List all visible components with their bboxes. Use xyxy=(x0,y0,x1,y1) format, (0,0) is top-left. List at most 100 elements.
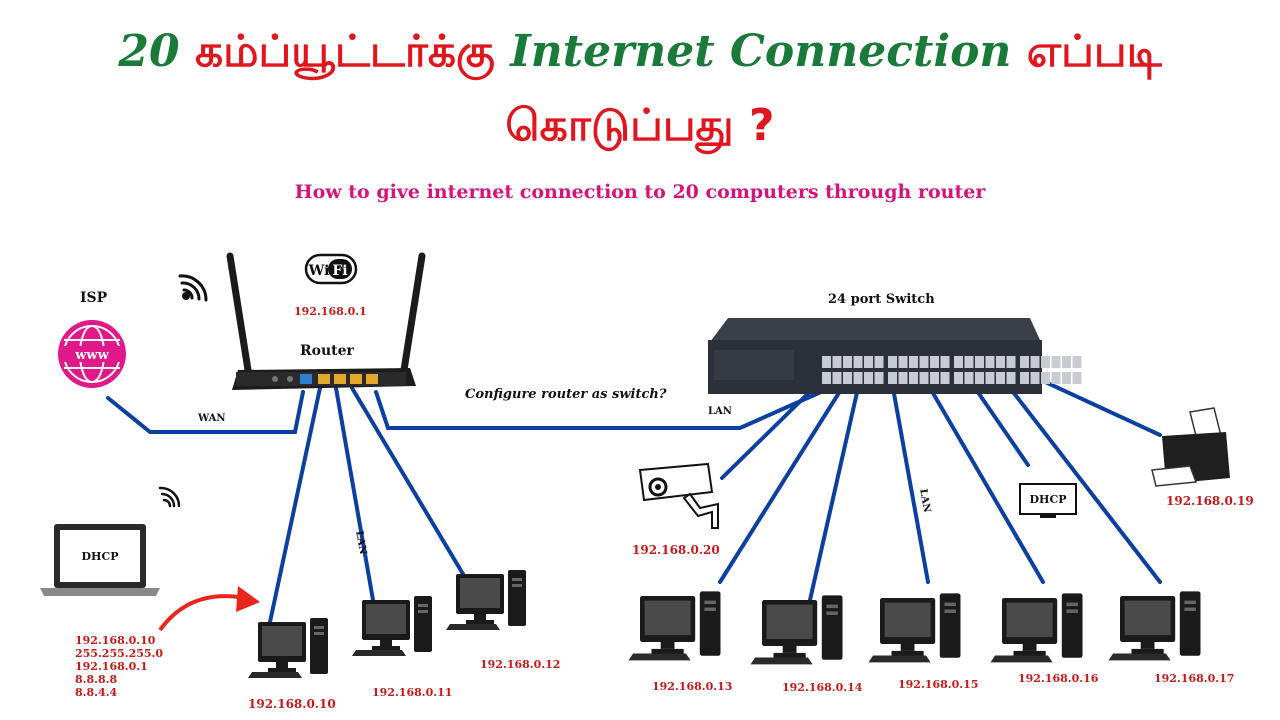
switch-port xyxy=(919,372,929,384)
switch-port xyxy=(1062,372,1071,384)
switch-port xyxy=(1072,372,1082,384)
switch-port xyxy=(1020,372,1029,384)
uplink-cable xyxy=(374,386,832,430)
switch-port xyxy=(954,356,963,368)
switch-port xyxy=(1041,356,1050,368)
switch-port xyxy=(822,356,831,368)
switch-port xyxy=(874,356,884,368)
switch-port xyxy=(898,372,908,384)
title-tamil-1: கம்ப்யூட்டர்க்கு xyxy=(194,26,495,77)
switch-port xyxy=(985,372,995,384)
switch-port xyxy=(853,356,863,368)
pc-ip-16: 192.168.0.16 xyxy=(1018,672,1099,685)
pc-ip-11: 192.168.0.11 xyxy=(372,686,453,699)
cable-pc-10 xyxy=(268,386,322,624)
pc-192-168-0-13-icon xyxy=(628,591,721,661)
switch-port xyxy=(996,356,1005,368)
cable-pc-17 xyxy=(1008,386,1162,584)
switch-port xyxy=(853,372,863,384)
config-ip: 192.168.0.10 xyxy=(75,634,156,647)
dhcp-monitor-icon: DHCP xyxy=(1019,483,1077,518)
switch-port xyxy=(1041,372,1050,384)
switch-port xyxy=(1072,356,1082,368)
switch-port xyxy=(996,372,1005,384)
router-ip: 192.168.0.1 xyxy=(294,305,367,318)
switch-port xyxy=(975,372,984,384)
switch-port xyxy=(909,372,918,384)
config-subnet: 255.255.255.0 xyxy=(75,647,164,660)
pc-ip-10: 192.168.0.10 xyxy=(248,697,336,711)
pc-ip-13: 192.168.0.13 xyxy=(652,680,733,693)
switch-port xyxy=(964,372,974,384)
config-dns1: 8.8.8.8 xyxy=(75,673,118,686)
cable-pc-12 xyxy=(350,386,465,576)
switch-port xyxy=(864,372,873,384)
switch-port xyxy=(940,372,950,384)
www-text: www xyxy=(74,348,109,363)
isp-label: ISP xyxy=(80,290,108,306)
switch-port xyxy=(843,356,852,368)
switch-port xyxy=(1006,372,1016,384)
switch-label: 24 port Switch xyxy=(828,292,935,307)
wan-label: WAN xyxy=(198,413,226,424)
switch-port xyxy=(909,356,918,368)
pc-192-168-0-11-icon xyxy=(352,596,432,656)
laptop-config-list: 192.168.0.10 255.255.255.0 192.168.0.1 8… xyxy=(75,634,163,699)
cable-pc-11 xyxy=(334,386,375,602)
wireless-signal-icon xyxy=(178,274,208,302)
printer-icon xyxy=(1151,407,1230,487)
wan-cable xyxy=(106,390,305,434)
pc-ip-15: 192.168.0.15 xyxy=(898,678,979,691)
switch-port xyxy=(1030,356,1040,368)
switch-port xyxy=(843,372,852,384)
cctv-camera-icon xyxy=(638,462,719,529)
switch-port xyxy=(919,356,929,368)
switch-port xyxy=(898,356,908,368)
config-gateway: 192.168.0.1 xyxy=(75,660,148,673)
switch-port xyxy=(822,372,831,384)
laptop-wifi-icon xyxy=(158,486,181,508)
svg-text:Wi: Wi xyxy=(308,263,330,279)
wifi-badge-icon: Wi Fi xyxy=(304,253,358,285)
switch-port xyxy=(874,372,884,384)
switch-port xyxy=(888,372,897,384)
switch-port xyxy=(1006,356,1016,368)
cable-pc-14 xyxy=(808,386,860,602)
switch-port xyxy=(1020,356,1029,368)
config-arrow-icon xyxy=(158,586,260,632)
pc-ip-14: 192.168.0.14 xyxy=(782,681,863,694)
laptop-device: DHCP xyxy=(40,524,160,596)
www-globe-icon: www xyxy=(58,320,126,388)
switch-port xyxy=(1051,372,1061,384)
cable-pc-15 xyxy=(891,386,930,584)
switch-port xyxy=(954,372,963,384)
cable-dhcp xyxy=(973,386,1030,467)
printer-ip: 192.168.0.19 xyxy=(1166,494,1254,508)
laptop-screen-text: DHCP xyxy=(82,550,119,563)
uplink-lan-label: LAN xyxy=(708,406,732,417)
pc-192-168-0-14-icon xyxy=(750,595,843,665)
switch-port xyxy=(832,372,842,384)
cable-pc-13 xyxy=(718,386,844,584)
camera-ip: 192.168.0.20 xyxy=(632,543,720,557)
switch-device xyxy=(708,318,1082,394)
pc-192-168-0-15-icon xyxy=(868,593,961,663)
title-tamil-2: எப்படி xyxy=(1026,26,1162,77)
pc-ip-12: 192.168.0.12 xyxy=(480,658,561,671)
svg-text:Fi: Fi xyxy=(332,263,347,279)
switch-port xyxy=(964,356,974,368)
switch-port xyxy=(985,356,995,368)
configure-question: Configure router as switch? xyxy=(465,387,667,402)
switch-port xyxy=(1030,372,1040,384)
switch-port xyxy=(832,356,842,368)
switch-port xyxy=(975,356,984,368)
page-title-line2: கொடுப்பது ? xyxy=(505,100,775,151)
pc-192-168-0-16-icon xyxy=(990,593,1083,663)
page-title: 20 கம்ப்யூட்டர்க்கு Internet Connection … xyxy=(0,22,1280,82)
pc-192-168-0-12-icon xyxy=(446,570,526,630)
pc-192-168-0-10-icon xyxy=(248,618,328,678)
cables xyxy=(106,366,1162,624)
pc-ip-17: 192.168.0.17 xyxy=(1154,672,1235,685)
router-device xyxy=(226,252,426,390)
